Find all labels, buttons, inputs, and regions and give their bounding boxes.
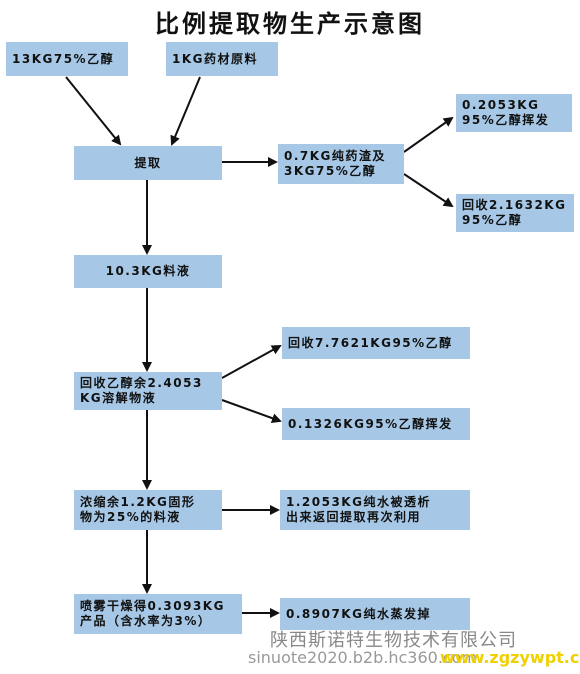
box-extract-text: 提取 (134, 155, 162, 170)
box-water-evap: 0.8907KG纯水蒸发掉 (280, 598, 470, 630)
box-liquid: 10.3KG料液 (74, 255, 222, 288)
box-water-return-line1: 1.2053KG纯水被透析 (286, 495, 431, 509)
box-evap1-line2: 95%乙醇挥发 (462, 113, 550, 127)
box-residue-line1: 0.7KG纯药渣及 (284, 149, 386, 163)
box-water-evap-text: 0.8907KG纯水蒸发掉 (286, 606, 431, 621)
box-recover2: 回收7.7621KG95%乙醇 (282, 327, 470, 359)
diagram-title: 比例提取物生产示意图 (155, 10, 425, 38)
box-recover2-text: 回收7.7621KG95%乙醇 (288, 335, 453, 350)
box-recover1-line1: 回收2.1632KG (462, 198, 567, 212)
watermark-site: www.zgzywpt.cn (440, 648, 580, 667)
box-spray-dry-line1: 喷雾干燥得0.3093KG (80, 599, 225, 613)
box-water-return-line2: 出来返回提取再次利用 (286, 510, 422, 524)
arrow-step-to-recover2 (221, 345, 282, 379)
box-herb-input-text: 1KG药材原料 (172, 51, 258, 66)
arrow-ethanol-to-extract (65, 76, 122, 146)
box-recover1-line2: 95%乙醇 (462, 213, 523, 227)
arrow-herb-to-extract (170, 76, 201, 146)
box-recover-step-line2: KG溶解物液 (80, 391, 157, 405)
watermark-url: sinuote2020.b2b.hc360.com (248, 648, 478, 667)
box-recover-step: 回收乙醇余2.4053 KG溶解物液 (74, 372, 222, 410)
box-residue: 0.7KG纯药渣及 3KG75%乙醇 (278, 144, 404, 184)
box-recover-step-line1: 回收乙醇余2.4053 (80, 376, 203, 390)
watermark-company: 陕西斯诺特生物技术有限公司 (270, 630, 517, 651)
box-evap1-line1: 0.2053KG (462, 98, 540, 112)
arrow-residue-to-recover1 (403, 173, 454, 208)
box-extract: 提取 (74, 146, 222, 180)
arrow-step-to-evap2 (221, 399, 282, 423)
box-residue-line2: 3KG75%乙醇 (284, 164, 377, 178)
box-evap2-text: 0.1326KG95%乙醇挥发 (288, 416, 453, 431)
box-evap1: 0.2053KG 95%乙醇挥发 (456, 94, 572, 132)
box-spray-dry-line2: 产品（含水率为3%） (80, 614, 212, 628)
box-spray-dry: 喷雾干燥得0.3093KG 产品（含水率为3%） (74, 594, 242, 634)
box-concentrate-line2: 物为25%的料液 (80, 510, 181, 524)
box-ethanol-input: 13KG75%乙醇 (6, 42, 128, 76)
box-liquid-text: 10.3KG料液 (105, 264, 191, 278)
box-herb-input: 1KG药材原料 (166, 42, 278, 76)
arrow-residue-to-evap1 (403, 116, 454, 153)
box-ethanol-input-text: 13KG75%乙醇 (12, 51, 115, 66)
box-water-return: 1.2053KG纯水被透析 出来返回提取再次利用 (280, 490, 470, 530)
box-concentrate: 浓缩余1.2KG固形 物为25%的料液 (74, 490, 222, 530)
box-concentrate-line1: 浓缩余1.2KG固形 (80, 495, 196, 509)
box-evap2: 0.1326KG95%乙醇挥发 (282, 408, 470, 440)
box-recover1: 回收2.1632KG 95%乙醇 (456, 194, 574, 232)
